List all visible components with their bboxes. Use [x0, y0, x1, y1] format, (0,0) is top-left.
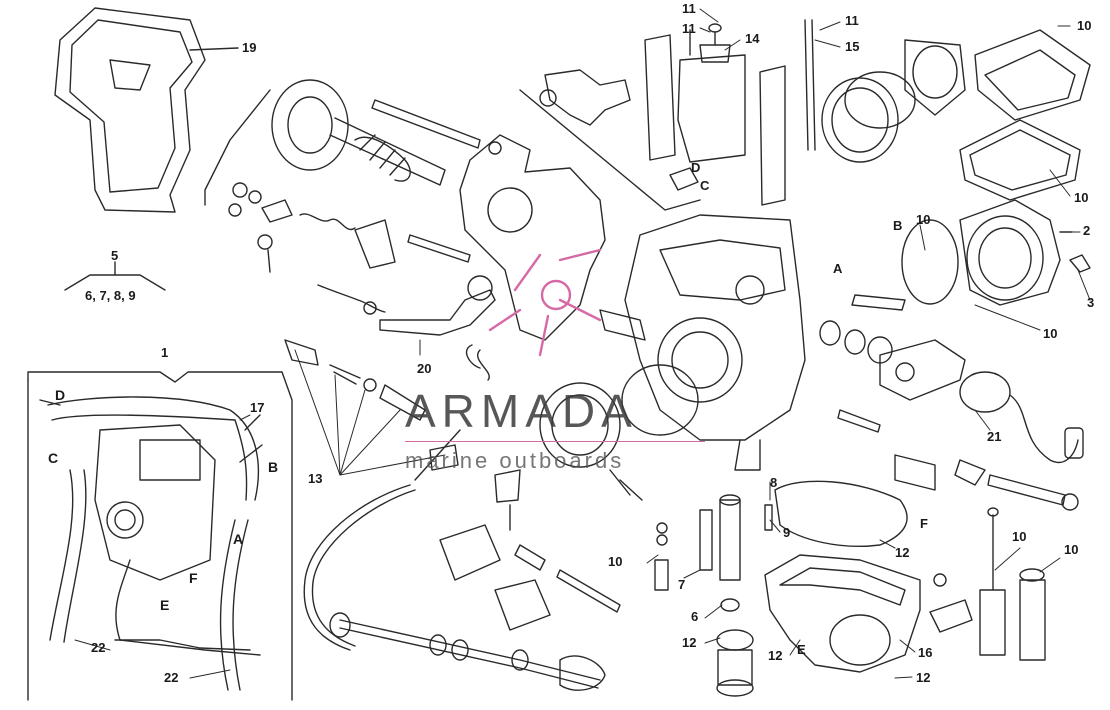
callout-label: F	[189, 570, 198, 586]
throttle-sensor-and-plate	[819, 294, 1084, 511]
callout-label: D	[55, 387, 66, 403]
inset-assembly-box	[27, 371, 293, 701]
throttle-cable	[303, 429, 606, 691]
callout-label: 21	[987, 429, 1002, 444]
callout-label: C	[700, 178, 710, 193]
callout-label: 6, 7, 8, 9	[85, 288, 136, 303]
callout-label: 12	[682, 635, 697, 650]
callout-label: 10	[1064, 542, 1079, 557]
mounting-plate	[459, 134, 606, 381]
callout-label: A	[233, 531, 244, 547]
callout-label: 14	[745, 31, 760, 46]
callout-label: 10	[916, 212, 931, 227]
callout-label: B	[893, 218, 903, 233]
callout-label: F	[920, 516, 928, 531]
top-bracket-and-float-parts	[519, 19, 816, 211]
callout-label: 6	[691, 609, 699, 624]
carburetor-body	[599, 214, 806, 471]
callout-label: 10	[1043, 326, 1058, 341]
callout-label: 11	[682, 1, 696, 16]
callout-label: 19	[242, 40, 257, 55]
callout-label: 2	[1083, 223, 1091, 238]
callout-label: 8	[770, 475, 778, 490]
callout-label: 22	[164, 670, 179, 685]
callout-label: A	[833, 261, 843, 276]
callout-label: 16	[918, 645, 933, 660]
part-13-springs	[284, 339, 459, 471]
callout-label: 3	[1087, 295, 1095, 310]
callout-label: 12	[768, 648, 783, 663]
callout-label: E	[160, 597, 170, 613]
callout-label: 12	[916, 670, 931, 685]
callout-label: E	[797, 642, 806, 657]
callout-label: B	[268, 459, 279, 475]
callout-label: 11	[845, 13, 859, 28]
part-2-housing	[901, 199, 1091, 306]
callout-label: 10	[1012, 529, 1027, 544]
callout-label: 17	[250, 400, 265, 415]
callout-label: 22	[91, 640, 106, 655]
callout-label: 20	[417, 361, 432, 376]
callout-label: D	[691, 160, 701, 175]
callout-label: 10	[1077, 18, 1092, 33]
part-19-cover	[54, 7, 239, 213]
intake-funnel	[439, 364, 699, 631]
callout-label: 5	[111, 248, 119, 263]
callout-label: 9	[783, 525, 791, 540]
callout-label: 1	[161, 345, 169, 360]
float-bowl-and-gasket	[716, 480, 921, 697]
callout-label: 12	[895, 545, 910, 560]
jets-and-needles	[654, 494, 1046, 661]
callout-label: 10	[608, 554, 623, 569]
leader-lines	[74, 8, 1091, 679]
callout-label: 11	[682, 21, 696, 36]
callout-label: 15	[845, 39, 860, 54]
callout-label: 10	[1074, 190, 1089, 205]
callout-label: 7	[678, 577, 686, 592]
group-5-bracket	[64, 261, 166, 291]
top-cover-and-gasket	[821, 29, 1091, 201]
callout-label: C	[48, 450, 59, 466]
vacuum-piston-assembly	[204, 79, 496, 336]
callout-label: 13	[308, 471, 323, 486]
